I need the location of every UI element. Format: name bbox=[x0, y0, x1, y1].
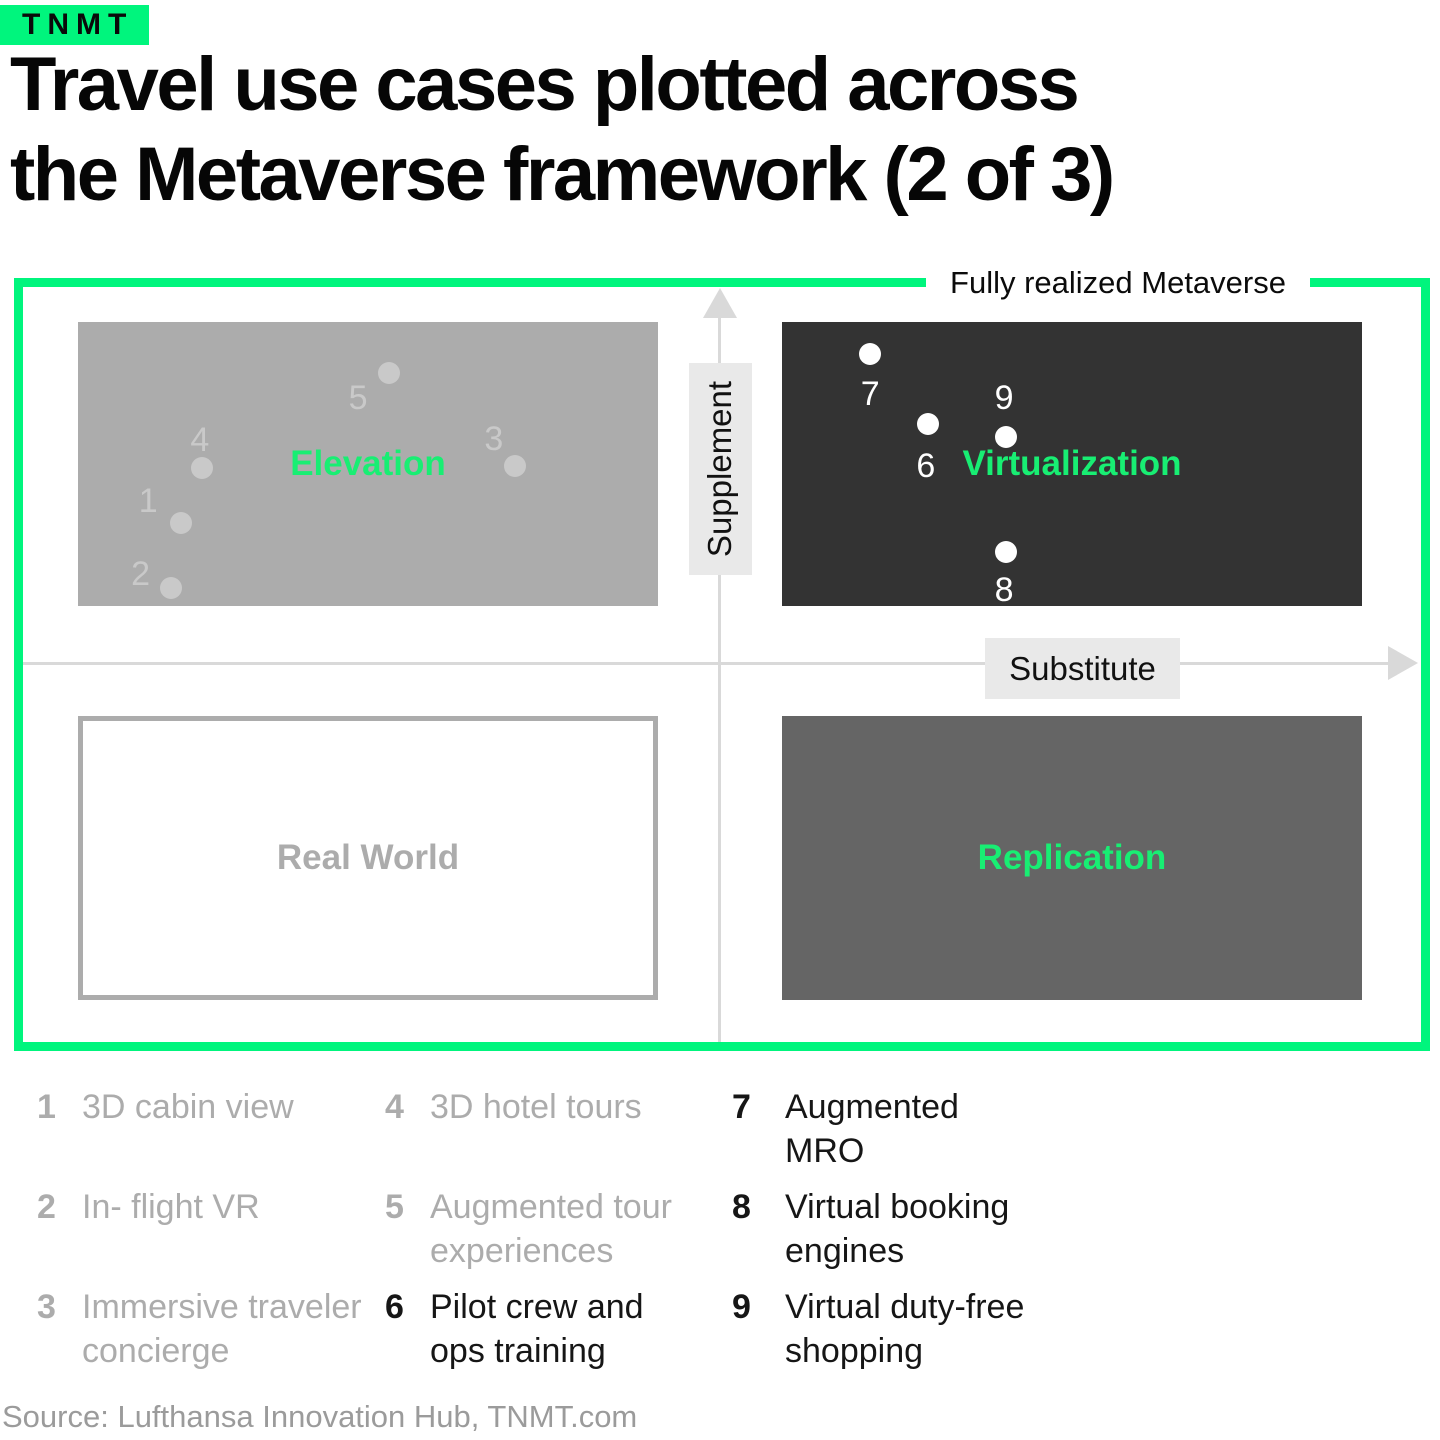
point-number-3: 3 bbox=[484, 419, 504, 458]
point-dot-4 bbox=[190, 457, 213, 480]
x-axis-label-substitute: Substitute bbox=[985, 638, 1180, 699]
legend-number-7: 7 bbox=[732, 1088, 751, 1126]
point-number-4: 4 bbox=[190, 420, 210, 459]
substitute-axis-arrow-icon bbox=[1388, 646, 1418, 680]
point-dot-3 bbox=[503, 455, 526, 478]
quadrant-label-replication: Replication bbox=[977, 838, 1167, 877]
page-title-line1: Travel use cases plotted across bbox=[10, 42, 1080, 127]
legend-label-1: 3D cabin view bbox=[82, 1088, 294, 1126]
page-title: Travel use cases plotted across the Meta… bbox=[10, 40, 1430, 220]
supplement-axis-arrow-icon bbox=[703, 288, 737, 318]
point-number-6: 6 bbox=[916, 446, 936, 485]
supplement-axis-line bbox=[718, 313, 721, 1042]
point-dot-5 bbox=[377, 362, 400, 385]
legend-number-5: 5 bbox=[385, 1188, 404, 1226]
legend-label-5: Augmented tour experiences bbox=[430, 1188, 672, 1270]
legend-number-3: 3 bbox=[37, 1288, 56, 1326]
point-dot-6 bbox=[917, 412, 940, 435]
legend-number-2: 2 bbox=[37, 1188, 56, 1226]
point-dot-7 bbox=[859, 343, 882, 366]
legend-label-2: In- flight VR bbox=[82, 1188, 260, 1226]
quadrant-real-world: Real World bbox=[78, 716, 658, 1000]
point-dot-9 bbox=[994, 426, 1017, 449]
frame-label-fully-realized-metaverse: Fully realized Metaverse bbox=[926, 264, 1310, 301]
point-dot-1 bbox=[170, 512, 193, 535]
point-number-7: 7 bbox=[860, 375, 880, 414]
substitute-axis-line bbox=[23, 662, 1395, 665]
point-dot-2 bbox=[160, 577, 183, 600]
point-dot-8 bbox=[994, 541, 1017, 564]
source-note: Source: Lufthansa Innovation Hub, TNMT.c… bbox=[2, 1399, 638, 1434]
tnmt-logo: TNMT bbox=[0, 5, 150, 45]
quadrant-label-real-world: Real World bbox=[276, 838, 460, 877]
legend-label-9: Virtual duty-free shopping bbox=[785, 1288, 1025, 1370]
legend-label-4: 3D hotel tours bbox=[430, 1088, 642, 1126]
quadrant-label-elevation: Elevation bbox=[290, 444, 446, 483]
legend-label-8: Virtual booking engines bbox=[785, 1188, 1010, 1270]
point-number-8: 8 bbox=[994, 570, 1014, 609]
legend-label-3: Immersive traveler concierge bbox=[82, 1288, 362, 1370]
quadrant-elevation: Elevation 1 2 3 4 5 bbox=[78, 322, 658, 606]
point-number-5: 5 bbox=[348, 378, 368, 417]
legend-number-4: 4 bbox=[385, 1088, 404, 1126]
legend-number-1: 1 bbox=[37, 1088, 56, 1126]
legend-label-7: Augmented MRO bbox=[785, 1088, 959, 1170]
point-number-2: 2 bbox=[131, 554, 151, 593]
legend-number-8: 8 bbox=[732, 1188, 751, 1226]
legend-number-6: 6 bbox=[385, 1288, 404, 1326]
page-title-line2: the Metaverse framework (2 of 3) bbox=[10, 132, 1115, 217]
quadrant-replication: Replication bbox=[782, 716, 1362, 1000]
legend-label-6: Pilot crew and ops training bbox=[430, 1288, 644, 1370]
point-number-9: 9 bbox=[994, 378, 1014, 417]
quadrant-label-virtualization: Virtualization bbox=[962, 444, 1182, 483]
metaverse-framework-chart: Fully realized Metaverse Elevation 1 2 3 4 5… bbox=[14, 264, 1430, 1051]
legend-number-9: 9 bbox=[732, 1288, 751, 1326]
y-axis-label-supplement: Supplement bbox=[689, 363, 752, 575]
point-number-1: 1 bbox=[138, 481, 158, 520]
